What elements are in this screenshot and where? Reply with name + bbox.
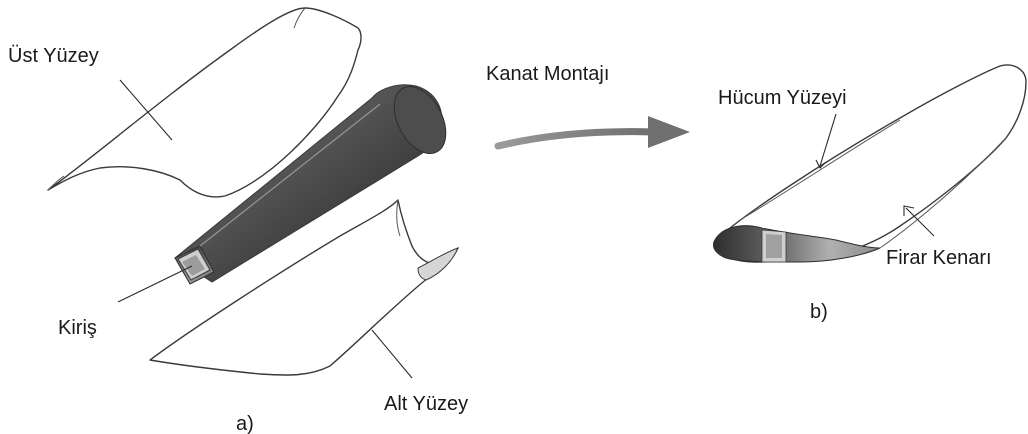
label-upper-surface: Üst Yüzey xyxy=(8,45,99,67)
label-part-b: b) xyxy=(810,301,828,323)
label-leading-edge: Hücum Yüzeyi xyxy=(718,87,847,109)
assembly-arrow-head xyxy=(648,116,690,148)
label-lower-surface: Alt Yüzey xyxy=(384,393,468,415)
spar-leader xyxy=(118,266,192,302)
label-trailing-edge: Firar Kenarı xyxy=(886,247,992,269)
lower-surface-leader xyxy=(372,330,412,378)
assembly-arrow-group: Kanat Montajı xyxy=(486,63,690,148)
label-part-a: a) xyxy=(236,413,254,434)
assembly-arrow xyxy=(498,132,652,146)
label-spar: Kiriş xyxy=(58,317,97,339)
part-b-group: Hücum Yüzeyi Firar Kenarı b) xyxy=(714,65,1027,323)
label-wing-assembly: Kanat Montajı xyxy=(486,63,609,85)
part-a-group: Üst Yüzey Kiriş Alt Yüzey a) xyxy=(8,8,468,434)
